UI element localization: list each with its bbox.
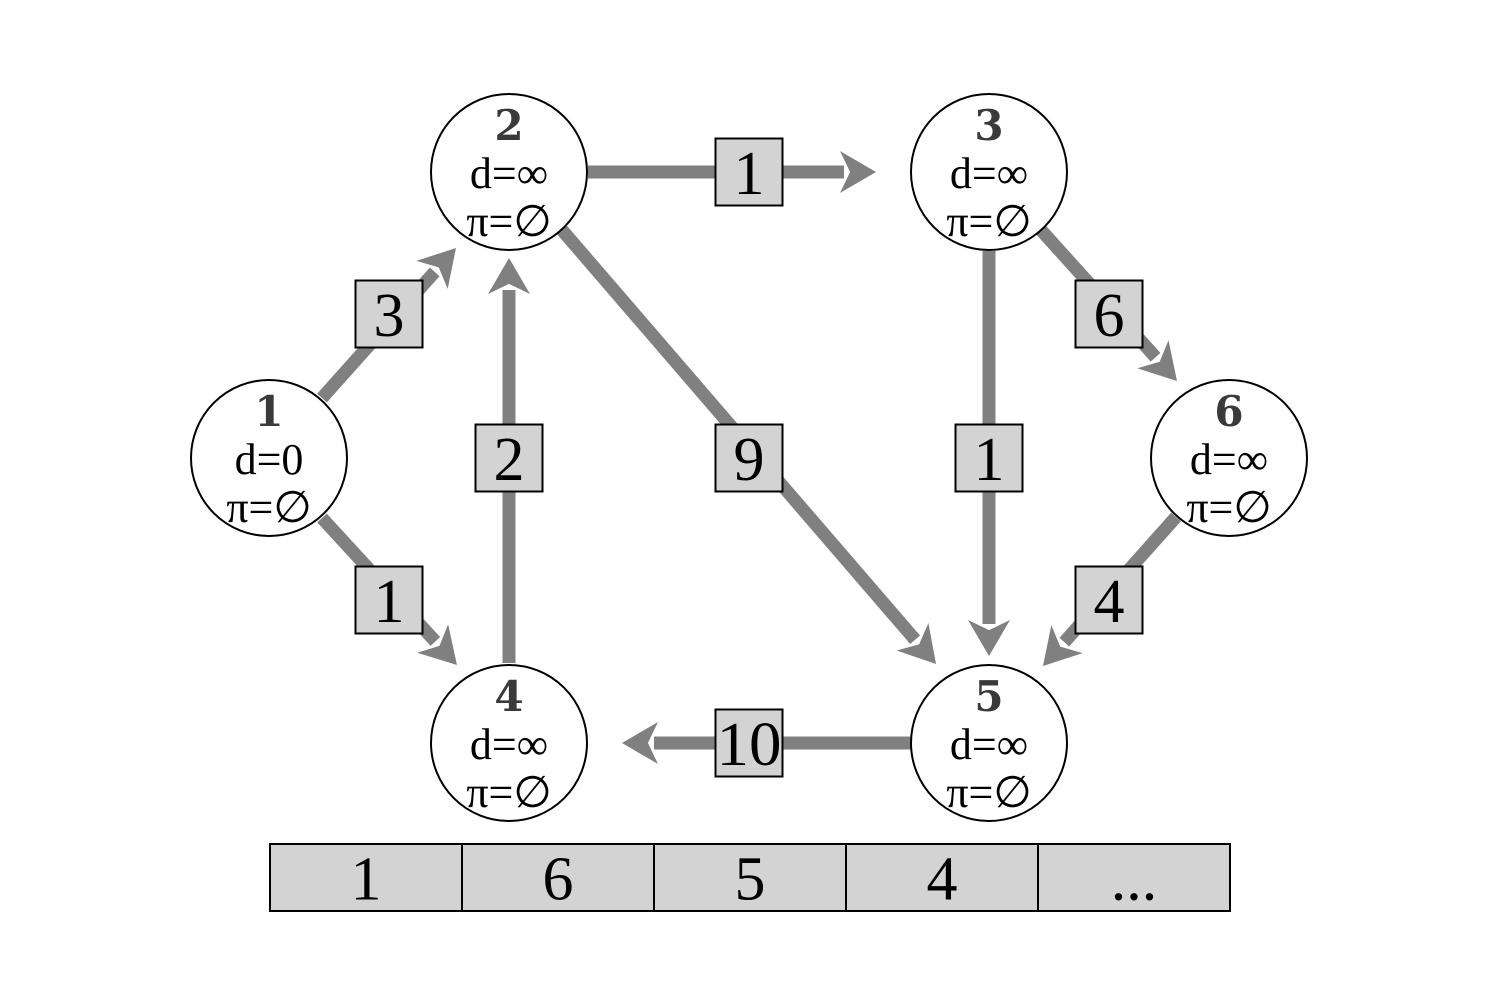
node-id-label: 5	[974, 672, 1003, 721]
queue-cell	[1037, 843, 1231, 912]
node-predecessor-label: π=∅	[466, 197, 551, 246]
edge-weight-box	[714, 423, 784, 493]
node-predecessor-label: π=∅	[1186, 483, 1271, 532]
edge-weight-box	[714, 137, 784, 207]
edge-weight-label: 9	[734, 426, 765, 494]
edge-6-5: 4	[1043, 512, 1181, 666]
node-id-label: 1	[254, 387, 283, 436]
queue-cell	[461, 843, 655, 912]
arrow-head-icon	[896, 623, 936, 664]
arrow-head-icon	[416, 248, 456, 289]
node-predecessor-label: π=∅	[466, 768, 551, 817]
edge-weight-box	[1074, 279, 1144, 349]
edge-weight-label: 6	[1094, 282, 1125, 350]
edge-2-3: 1	[588, 137, 876, 208]
edge-4-2: 2	[474, 258, 544, 663]
edges-layer: 3 1 2 1 9 1 6 4 10	[317, 137, 1181, 779]
queue-cell-label: 4	[927, 846, 958, 914]
queue-cell-label: 5	[735, 846, 766, 914]
queue-cell-label: 6	[543, 846, 574, 914]
node-distance-label: d=∞	[1190, 435, 1268, 484]
edge-weight-box	[714, 708, 784, 778]
queue-cell	[653, 843, 847, 912]
node-circle	[190, 379, 348, 537]
node-1: 1d=0π=∅	[190, 379, 348, 537]
arrow-head-icon	[968, 620, 1010, 656]
node-5: 5d=∞π=∅	[910, 664, 1068, 822]
node-circle	[430, 93, 588, 251]
edge-weight-label: 3	[374, 282, 405, 350]
node-circle	[910, 664, 1068, 822]
node-3: 3d=∞π=∅	[910, 93, 1068, 251]
edge-weight-box	[954, 423, 1024, 493]
edge-weight-box	[474, 423, 544, 493]
node-circle	[430, 664, 588, 822]
arrow-head-icon	[622, 722, 658, 764]
edge-weight-box	[354, 565, 424, 635]
node-6: 6d=∞π=∅	[1150, 379, 1308, 537]
arrow-head-icon	[1137, 340, 1177, 381]
edge-weight-label: 10	[717, 711, 782, 779]
node-2: 2d=∞π=∅	[430, 93, 588, 251]
queue-cell-label: 1	[351, 846, 382, 914]
edge-3-5: 1	[954, 251, 1024, 656]
queue-cell-label: ...	[1111, 846, 1158, 914]
queue-cell	[269, 843, 463, 912]
node-predecessor-label: π=∅	[946, 197, 1031, 246]
node-distance-label: d=0	[235, 435, 304, 484]
edge-5-4: 10	[622, 708, 911, 779]
edge-weight-label: 1	[974, 426, 1005, 494]
node-circle	[910, 93, 1068, 251]
edge-1-2: 3	[317, 248, 456, 403]
arrow-head-icon	[417, 624, 457, 665]
nodes-layer: 1d=0π=∅2d=∞π=∅3d=∞π=∅4d=∞π=∅5d=∞π=∅6d=∞π…	[190, 93, 1308, 822]
edge-1-4: 1	[317, 513, 457, 665]
priority-queue: 1 6 5 4...	[269, 843, 1231, 914]
arrow-head-icon	[840, 151, 876, 193]
node-distance-label: d=∞	[470, 149, 548, 198]
arrow-head-icon	[488, 258, 530, 294]
edge-3-6: 6	[1036, 225, 1177, 381]
node-4: 4d=∞π=∅	[430, 664, 588, 822]
node-predecessor-label: π=∅	[946, 768, 1031, 817]
edge-2-5: 9	[557, 225, 936, 664]
node-predecessor-label: π=∅	[226, 483, 311, 532]
edge-weight-box	[1074, 565, 1144, 635]
node-distance-label: d=∞	[950, 149, 1028, 198]
node-distance-label: d=∞	[470, 720, 548, 769]
edge-weight-label: 4	[1094, 568, 1125, 636]
edge-weight-label: 2	[494, 426, 525, 494]
node-distance-label: d=∞	[950, 720, 1028, 769]
arrow-head-icon	[1043, 625, 1083, 666]
node-id-label: 3	[974, 101, 1003, 150]
queue-cell	[845, 843, 1039, 912]
node-id-label: 2	[494, 101, 523, 150]
edge-weight-label: 1	[734, 140, 765, 208]
node-id-label: 6	[1214, 387, 1243, 436]
node-id-label: 4	[494, 672, 523, 721]
edge-weight-box	[354, 279, 424, 349]
node-circle	[1150, 379, 1308, 537]
edge-weight-label: 1	[374, 568, 405, 636]
